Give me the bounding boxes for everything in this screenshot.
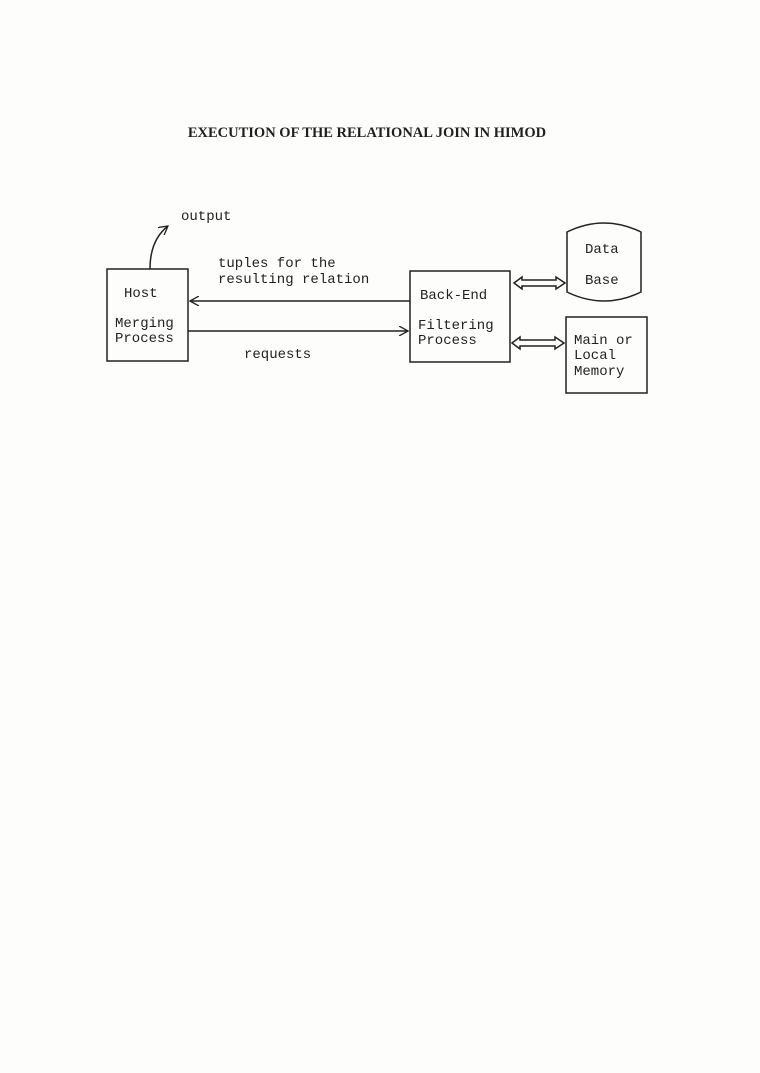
host-merging-label: Merging <box>115 316 174 332</box>
tuples-label-1: tuples for the <box>218 256 336 272</box>
backend-filtering-label: Filtering <box>418 318 494 334</box>
host-box <box>106 268 189 362</box>
memory-box <box>565 316 648 394</box>
backend-process-label: Process <box>418 333 477 349</box>
database-base-label: Base <box>585 273 619 289</box>
output-arrow <box>149 226 168 270</box>
host-process-label: Process <box>115 331 174 347</box>
output-label: output <box>181 209 231 225</box>
memory-memory-label: Memory <box>574 364 624 380</box>
database-data-label: Data <box>585 242 619 258</box>
memory-main-label: Main or <box>574 333 633 349</box>
host-label: Host <box>124 286 158 302</box>
database-double-arrow <box>512 275 567 291</box>
diagram-title: EXECUTION OF THE RELATIONAL JOIN IN HIMO… <box>188 125 546 141</box>
backend-box <box>409 270 511 363</box>
backend-label: Back-End <box>420 288 487 304</box>
memory-double-arrow <box>510 335 566 351</box>
tuples-label-2: resulting relation <box>218 272 369 288</box>
requests-label: requests <box>244 347 311 363</box>
database-cylinder <box>566 222 642 302</box>
memory-local-label: Local <box>574 348 616 364</box>
